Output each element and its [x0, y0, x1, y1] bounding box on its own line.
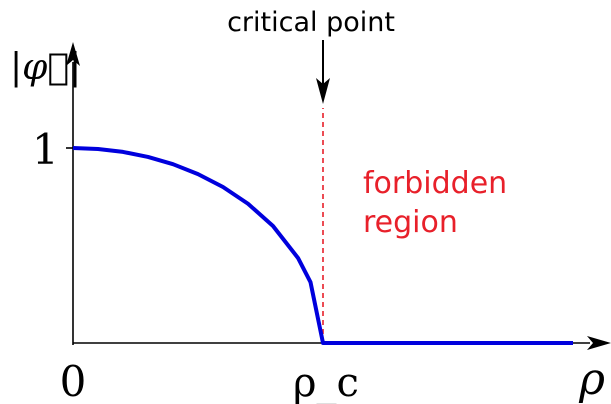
series-line	[72, 146, 573, 345]
x-tick-label-rho-c: ρ_c	[293, 360, 359, 404]
y-axis-label-text: |φ⃗|	[10, 47, 81, 88]
critical-point-arrowhead	[316, 78, 330, 104]
x-axis-label: ρ	[578, 354, 605, 404]
critical-point-label: critical point	[227, 7, 395, 38]
y-tick-label-1: 1	[32, 125, 59, 174]
forbidden-region-label-line2: region	[363, 205, 458, 240]
y-axis-arrowhead	[66, 42, 80, 66]
x-tick-label-0: 0	[60, 357, 87, 404]
y-axis-label: |φ⃗|	[10, 47, 81, 88]
x-axis-arrowhead	[587, 336, 611, 350]
forbidden-region-label-line1: forbidden	[363, 166, 507, 201]
